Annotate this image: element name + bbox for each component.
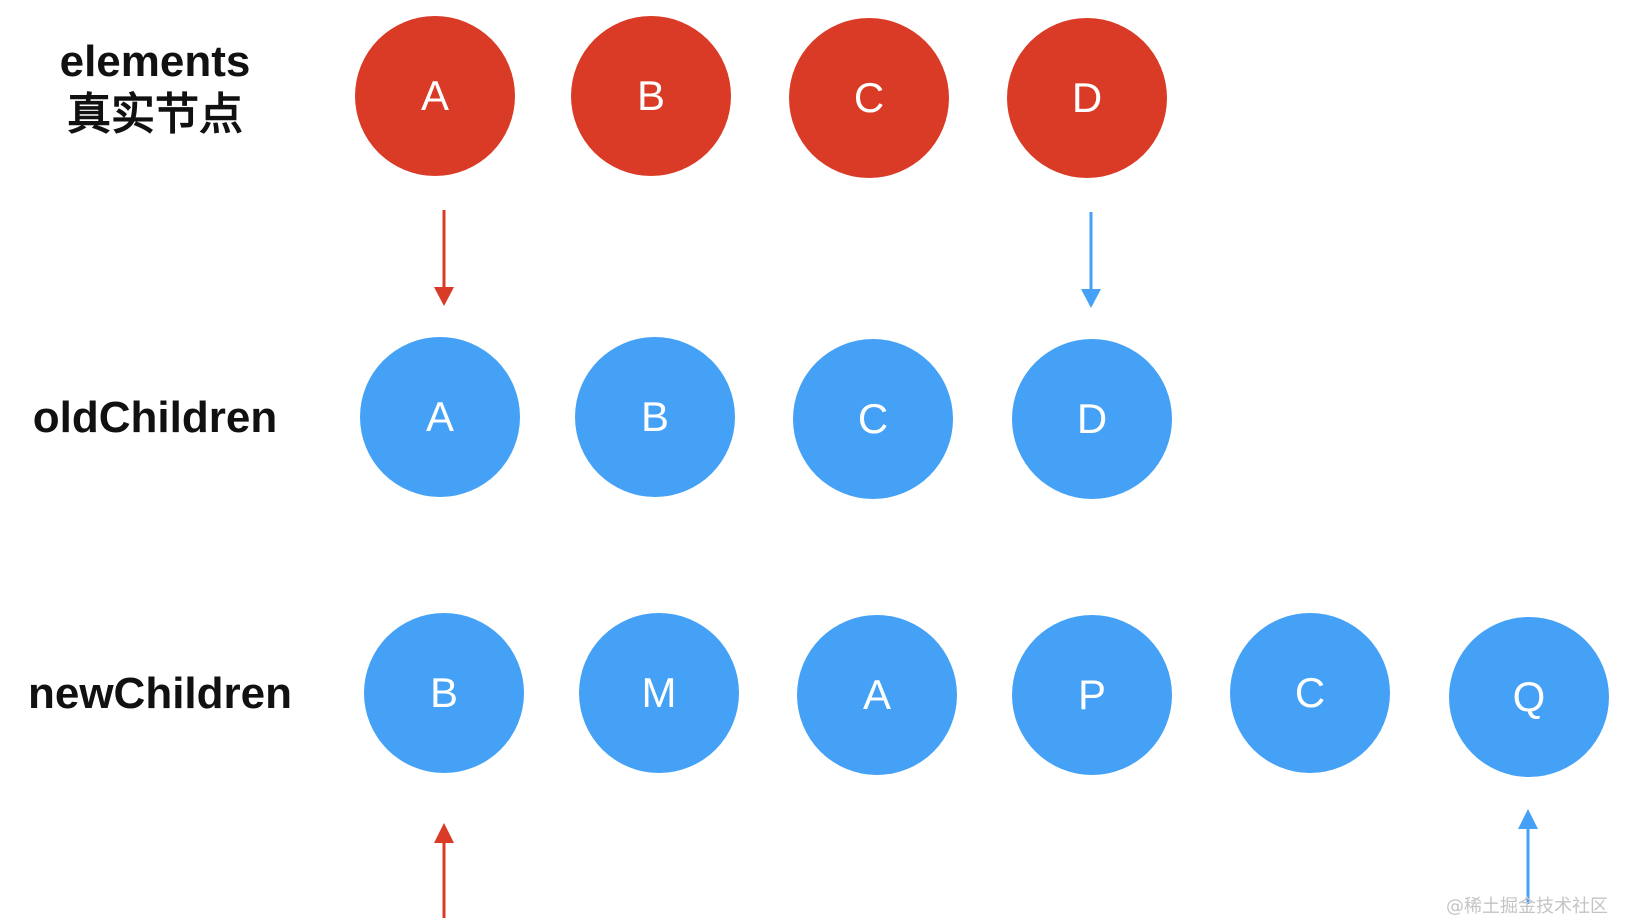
old-child-node-b: B [575,337,735,497]
new-child-node-c: C [1230,613,1390,773]
blue-down-arrow [1081,212,1101,308]
new-child-node-a: A [797,615,957,775]
new-children-label: newChildren [27,669,293,718]
new-child-node-p: P [1012,615,1172,775]
old-child-node-c: C [793,339,953,499]
red-down-arrow [434,210,454,306]
element-node-d: D [1007,18,1167,178]
new-child-node-q: Q [1449,617,1609,777]
element-node-b: B [571,16,731,176]
old-child-node-a: A [360,337,520,497]
element-node-a: A [355,16,515,176]
element-node-c: C [789,18,949,178]
watermark-text: @稀土掘金技术社区 [1446,896,1608,917]
elements-label: elements 真实节点 [40,36,270,142]
elements-label-title: elements [59,37,251,86]
old-child-node-d: D [1012,339,1172,499]
old-children-label: oldChildren [32,393,278,442]
blue-up-arrow [1518,809,1538,904]
elements-label-subtitle: 真实节点 [67,89,243,139]
new-child-node-b: B [364,613,524,773]
red-up-arrow [434,823,454,918]
new-child-node-m: M [579,613,739,773]
